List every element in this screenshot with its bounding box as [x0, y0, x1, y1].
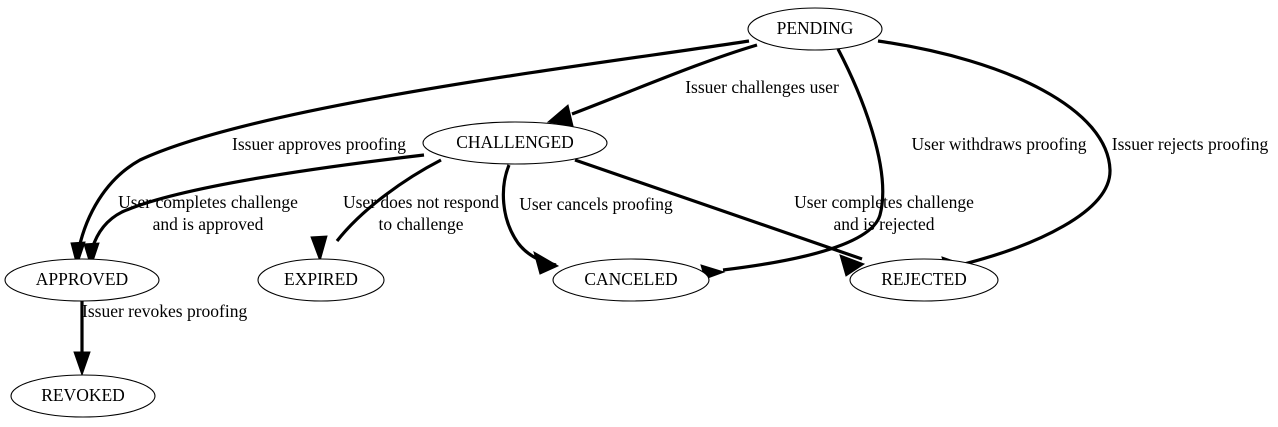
node-label: CANCELED — [584, 269, 677, 289]
nodes-layer: PENDING CHALLENGED APPROVED EXPIRED CANC… — [4, 7, 999, 418]
edge-path — [877, 39, 1112, 266]
arrowhead-icon — [310, 235, 328, 263]
edge-challenged-canceled[interactable]: User cancels proofing — [501, 164, 673, 275]
node-shape — [10, 374, 156, 418]
arrowhead-icon — [70, 241, 86, 268]
node-label: PENDING — [777, 18, 854, 38]
node-revoked[interactable]: REVOKED — [10, 374, 156, 418]
edge-label-user-withdraws-proofing: User withdraws proofing — [912, 134, 1087, 154]
node-shape — [257, 258, 385, 302]
edge-path — [90, 153, 425, 250]
edge-path — [501, 164, 557, 267]
node-shape — [552, 258, 710, 302]
arrowhead-icon — [73, 351, 91, 377]
edge-label-issuer-revokes-proofing: Issuer revokes proofing — [82, 301, 247, 321]
node-label: APPROVED — [36, 269, 128, 289]
edge-label-user-does-not-respond-line1: User does not respond — [343, 192, 499, 212]
edge-path — [335, 158, 442, 242]
node-pending[interactable]: PENDING — [747, 7, 883, 51]
node-rejected[interactable]: REJECTED — [849, 258, 999, 302]
edge-label-issuer-approves-proofing: Issuer approves proofing — [232, 134, 406, 154]
edge-approved-revoked[interactable]: Issuer revokes proofing — [73, 301, 247, 377]
edge-challenged-rejected[interactable]: User completes challenge and is rejected — [574, 158, 974, 277]
edge-challenged-expired[interactable]: User does not respond to challenge — [310, 158, 499, 263]
edge-pending-rejected[interactable]: Issuer rejects proofing — [877, 39, 1269, 277]
node-shape — [422, 121, 608, 165]
arrowhead-icon — [83, 242, 100, 269]
node-label: REVOKED — [41, 385, 125, 405]
edge-label-user-completes-challenge-rejected-line1: User completes challenge — [794, 192, 974, 212]
edge-label-user-completes-challenge-rejected-line2: and is rejected — [833, 214, 934, 234]
node-canceled[interactable]: CANCELED — [552, 258, 710, 302]
edge-label-issuer-rejects-proofing: Issuer rejects proofing — [1112, 134, 1269, 154]
edge-path — [77, 39, 750, 249]
node-label: CHALLENGED — [456, 132, 574, 152]
edge-label-user-completes-challenge-approved-line1: User completes challenge — [118, 192, 298, 212]
edge-challenged-approved[interactable]: User completes challenge and is approved — [83, 153, 425, 269]
arrowhead-icon — [839, 254, 866, 277]
arrowhead-icon — [533, 250, 560, 275]
node-label: REJECTED — [881, 269, 967, 289]
edge-label-user-completes-challenge-approved-line2: and is approved — [153, 214, 264, 234]
edge-pending-approved[interactable]: Issuer approves proofing — [70, 39, 750, 268]
node-shape — [747, 7, 883, 51]
edges-layer: Issuer challenges user Issuer approves p… — [70, 39, 1269, 377]
edge-path — [574, 158, 863, 261]
edge-pending-challenged[interactable]: Issuer challenges user — [546, 43, 839, 127]
arrowhead-icon — [546, 104, 574, 127]
edge-path — [722, 48, 885, 272]
node-shape — [849, 258, 999, 302]
node-challenged[interactable]: CHALLENGED — [422, 121, 608, 165]
node-label: EXPIRED — [284, 269, 358, 289]
edge-pending-canceled[interactable]: User withdraws proofing — [700, 48, 1087, 280]
edge-label-issuer-challenges-user: Issuer challenges user — [685, 77, 839, 97]
edge-label-user-cancels-proofing: User cancels proofing — [519, 194, 673, 214]
node-expired[interactable]: EXPIRED — [257, 258, 385, 302]
edge-label-user-does-not-respond-line2: to challenge — [378, 214, 463, 234]
edge-path — [571, 43, 758, 116]
node-approved[interactable]: APPROVED — [4, 258, 160, 302]
node-shape — [4, 258, 160, 302]
